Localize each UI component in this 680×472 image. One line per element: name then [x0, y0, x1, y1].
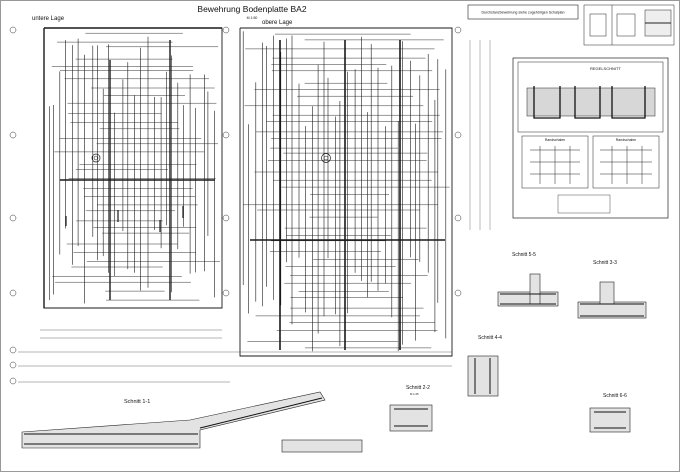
section-2-2-label: Schnitt 2-2 — [406, 385, 430, 391]
left-plan-label: untere Lage — [32, 16, 65, 22]
annotation-marks — [469, 40, 491, 230]
sheet-title: Bewehrung Bodenplatte BA2 — [197, 4, 306, 14]
section-2-2: Schnitt 2-2 M 1:25 — [389, 385, 433, 432]
section-3-3: Schnitt 3-3 — [577, 260, 647, 319]
section-2-2-scale: M 1:25 — [410, 392, 419, 396]
left-reinforcement-plan — [43, 27, 223, 309]
grid-axes — [9, 26, 462, 385]
section-6-6-label: Schnitt 6-6 — [603, 393, 627, 399]
section-1-1: Schnitt 1-1 — [21, 391, 363, 453]
right-plan-label: obere Lage — [262, 20, 293, 26]
note-box-text: Durchstanzbewehrung siehe zugehörigen Sc… — [481, 11, 564, 15]
detail-box: REGELSCHNITT Randschalen Randschalen — [512, 57, 669, 219]
sheet-title-scale: M 1:50 — [247, 16, 258, 20]
section-4-4-label: Schnitt 4-4 — [478, 335, 502, 341]
detail-sub-label-left: Randschalen — [545, 138, 565, 142]
detail-box-title: REGELSCHNITT — [590, 66, 621, 71]
note-box — [467, 4, 579, 20]
section-5-5: Schnitt 5-5 — [497, 252, 559, 307]
section-5-5-label: Schnitt 5-5 — [512, 252, 536, 258]
top-right-details — [583, 4, 675, 46]
right-reinforcement-plan — [239, 27, 453, 357]
section-3-3-label: Schnitt 3-3 — [593, 260, 617, 266]
detail-sub-label-right: Randschalen — [616, 138, 636, 142]
dimension-lines — [18, 329, 452, 383]
section-6-6: Schnitt 6-6 — [589, 393, 631, 433]
section-1-1-label: Schnitt 1-1 — [124, 399, 150, 405]
section-4-4: Schnitt 4-4 — [467, 335, 502, 397]
